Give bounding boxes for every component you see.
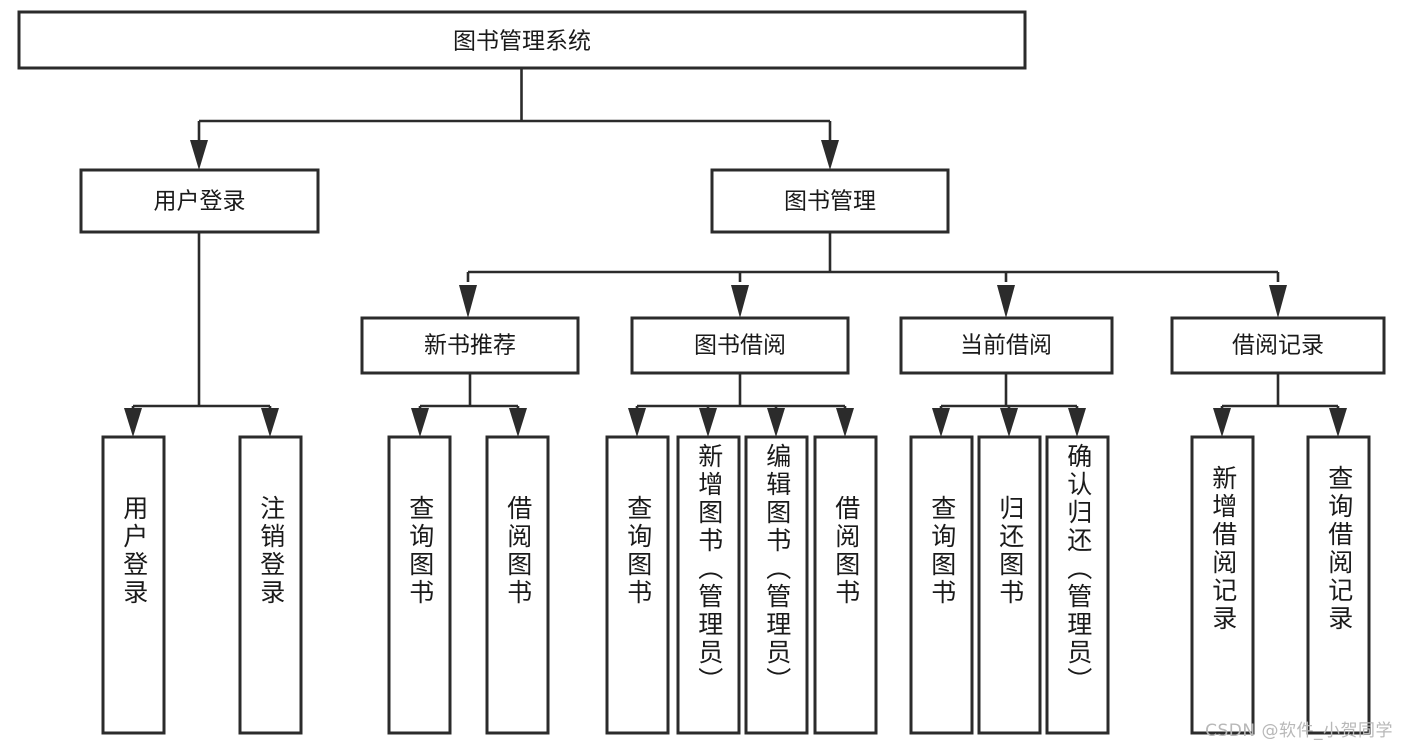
node-current-borrow-box[interactable] — [899, 316, 1114, 375]
arrow-head-leaf-add-book — [699, 408, 717, 437]
leaf-box-logout[interactable] — [238, 435, 303, 735]
node-root-label: 图书管理系统 — [453, 29, 591, 55]
arrow-head-book-mgmt — [821, 140, 839, 170]
node-new-book-recommend-label: 新书推荐 — [424, 333, 516, 359]
node-root-box[interactable] — [17, 10, 1027, 70]
leaf-box-confirm-return[interactable] — [1045, 435, 1110, 735]
node-user-login-box[interactable] — [79, 168, 320, 234]
node-borrow-record-box[interactable] — [1170, 316, 1386, 375]
node-new-book-recommend-box[interactable] — [360, 316, 580, 375]
arrow-head-leaf-borrow-book-1 — [509, 408, 527, 437]
watermark-text: CSDN @软件_小贺同学 — [1205, 721, 1393, 741]
arrow-head-leaf-query-book-2 — [628, 408, 646, 437]
arrow-head-book-borrow — [731, 285, 749, 318]
leaf-box-return-book[interactable] — [977, 435, 1042, 735]
leaf-box-add-borrow-record[interactable] — [1190, 435, 1255, 735]
leaf-box-user-login[interactable] — [101, 435, 166, 735]
node-user-login-label: 用户登录 — [154, 189, 246, 215]
arrow-head-leaf-query-book-1 — [411, 408, 429, 437]
arrow-head-leaf-user-login — [124, 408, 142, 437]
leaf-box-borrow-book-2[interactable] — [813, 435, 878, 735]
node-book-management-box[interactable] — [710, 168, 950, 234]
node-book-management-label: 图书管理 — [784, 189, 876, 215]
arrow-head-new-book — [459, 285, 477, 318]
leaf-box-query-book-1[interactable] — [387, 435, 452, 735]
connector-group-book-mgmt — [459, 232, 1287, 318]
node-borrow-record-label: 借阅记录 — [1232, 333, 1324, 359]
connector-group-borrow-record — [1213, 373, 1347, 437]
connector-group-book-borrow — [628, 373, 854, 437]
arrow-head-current-borrow — [997, 285, 1015, 318]
node-book-borrow-box[interactable] — [630, 316, 850, 375]
leaf-box-query-book-3[interactable] — [909, 435, 974, 735]
connector-group-user-login — [124, 232, 279, 437]
arrow-head-borrow-record — [1269, 285, 1287, 318]
leaf-box-query-book-2[interactable] — [605, 435, 670, 735]
arrow-head-leaf-confirm-return — [1068, 408, 1086, 437]
arrow-head-leaf-edit-book — [767, 408, 785, 437]
leaf-box-query-borrow-record[interactable] — [1306, 435, 1371, 735]
arrow-head-leaf-add-record — [1213, 408, 1231, 437]
connector-group-current-borrow — [932, 373, 1086, 437]
arrow-head-leaf-borrow-book-2 — [836, 408, 854, 437]
arrow-head-leaf-logout — [261, 408, 279, 437]
leaf-box-add-book[interactable] — [676, 435, 741, 735]
leaf-box-borrow-book-1[interactable] — [485, 435, 550, 735]
node-book-borrow-label: 图书借阅 — [694, 333, 786, 359]
arrow-head-leaf-query-book-3 — [932, 408, 950, 437]
node-current-borrow-label: 当前借阅 — [960, 333, 1052, 359]
arrow-head-user-login — [190, 140, 208, 170]
arrow-head-leaf-return-book — [1000, 408, 1018, 437]
connector-group-root — [190, 68, 839, 170]
arrow-head-leaf-query-record — [1329, 408, 1347, 437]
leaf-box-edit-book[interactable] — [744, 435, 809, 735]
connector-group-new-book — [411, 373, 527, 437]
